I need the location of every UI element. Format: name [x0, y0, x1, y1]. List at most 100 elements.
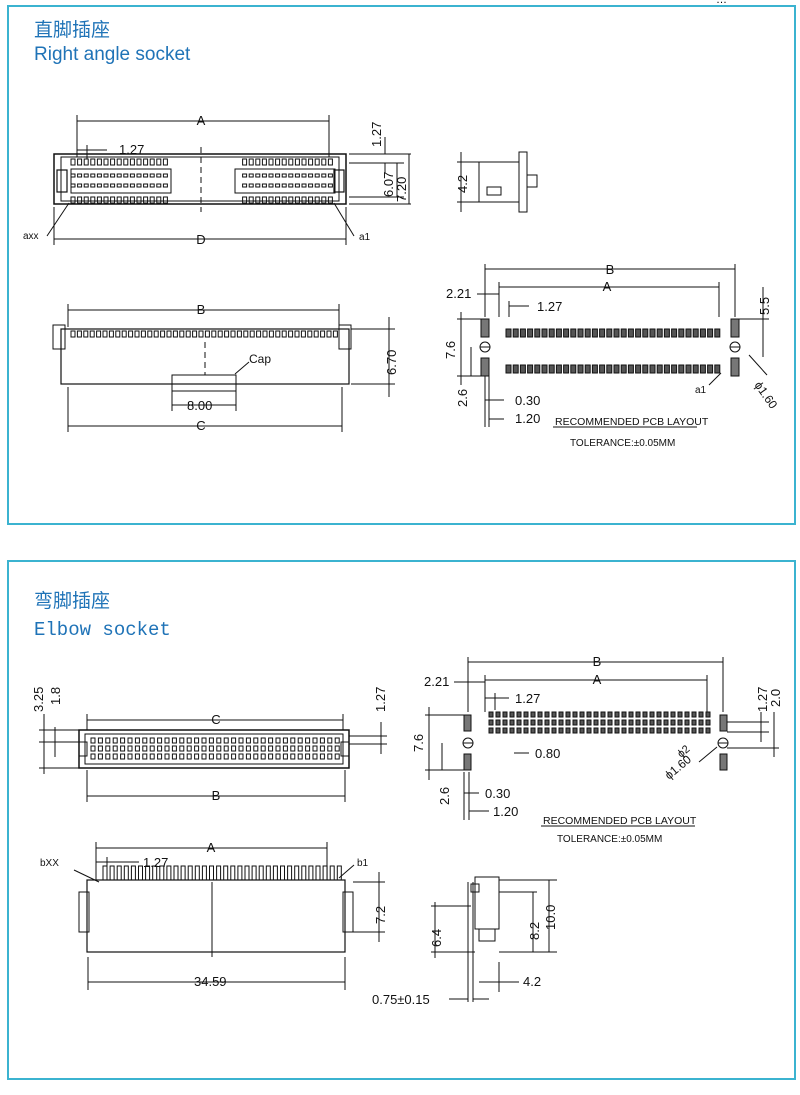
pcb-dim-030: 0.30 — [485, 786, 510, 801]
pin — [308, 173, 314, 178]
pin — [123, 173, 129, 178]
pin — [523, 727, 529, 734]
pin — [90, 737, 96, 744]
pin — [238, 745, 244, 752]
dim-82: 8.2 — [527, 922, 542, 940]
pin — [558, 727, 564, 734]
top-pin-row — [70, 158, 333, 204]
pin — [327, 183, 333, 188]
dim-800: 8.00 — [187, 398, 212, 413]
pin — [527, 364, 534, 374]
pin — [123, 158, 129, 166]
pin — [495, 719, 501, 726]
pin — [136, 183, 142, 188]
dim-C: C — [211, 712, 220, 727]
dim-3459: 34.59 — [194, 974, 227, 989]
pin — [70, 183, 76, 188]
pcb-dim-120: 1.20 — [493, 804, 518, 819]
pin — [663, 711, 669, 718]
pin — [642, 328, 649, 338]
pcb-dim-B: B — [606, 262, 615, 277]
section-title-cn: 直脚插座 — [34, 19, 111, 41]
pin — [134, 737, 140, 744]
pin — [628, 719, 634, 726]
pin — [287, 865, 293, 881]
pin — [670, 727, 676, 734]
pin — [570, 328, 577, 338]
pin — [614, 711, 620, 718]
pin — [488, 727, 494, 734]
pin — [294, 330, 300, 338]
pin — [268, 737, 274, 744]
pin — [179, 753, 185, 760]
pin — [198, 330, 204, 338]
pin — [282, 745, 288, 752]
pin — [209, 865, 214, 881]
pin — [143, 173, 149, 178]
pin — [245, 753, 251, 760]
pin — [600, 727, 606, 734]
pin — [537, 719, 543, 726]
pin — [670, 711, 676, 718]
pin — [123, 183, 129, 188]
section-title-en: Right angle socket — [34, 44, 191, 65]
pin — [314, 183, 320, 188]
pin — [96, 173, 102, 178]
dim-325: 3.25 — [31, 687, 46, 712]
pin — [238, 753, 244, 760]
pin — [268, 753, 274, 760]
pin — [162, 158, 168, 166]
pin — [120, 753, 126, 760]
pin — [527, 328, 534, 338]
pin — [156, 196, 162, 204]
dim-18: 1.8 — [48, 687, 63, 705]
pin — [83, 173, 89, 178]
pin — [253, 737, 259, 744]
pin — [705, 719, 711, 726]
pin — [157, 753, 163, 760]
pin — [530, 719, 536, 726]
dim-42: 4.2 — [455, 175, 470, 193]
pin — [142, 753, 148, 760]
pin — [83, 158, 89, 166]
pin — [275, 745, 281, 752]
pin — [123, 196, 129, 204]
pin — [103, 173, 109, 178]
pin — [275, 737, 281, 744]
pin — [201, 753, 207, 760]
pin — [187, 865, 193, 881]
pin — [290, 737, 296, 744]
pin — [613, 328, 620, 338]
pin — [260, 737, 266, 744]
pin — [565, 711, 571, 718]
elbow-socket-panel: 弯脚插座 Elbow socket C B 3.25 1.8 1.27 — [7, 560, 796, 1080]
pin — [162, 196, 168, 204]
pin — [579, 727, 585, 734]
pin — [90, 183, 96, 188]
pin — [512, 364, 519, 374]
pin — [313, 330, 319, 338]
pin — [305, 745, 311, 752]
pin — [128, 330, 134, 338]
pin — [83, 183, 89, 188]
front-pin-row — [70, 330, 338, 338]
pin — [334, 753, 340, 760]
pin — [96, 158, 102, 166]
pin — [224, 330, 230, 338]
pcb-dim-221: 2.21 — [424, 674, 449, 689]
pin — [334, 737, 340, 744]
pin — [217, 330, 223, 338]
pin — [671, 364, 678, 374]
pin — [301, 196, 307, 204]
pin — [685, 364, 692, 374]
pin — [308, 183, 314, 188]
pin — [238, 737, 244, 744]
pin — [112, 745, 118, 752]
front-view — [52, 304, 395, 432]
dim-C: C — [196, 418, 205, 433]
pin — [281, 173, 287, 178]
pin — [656, 711, 662, 718]
pin — [268, 196, 274, 204]
pcb-dim-76: 7.6 — [411, 734, 426, 752]
pin — [671, 328, 678, 338]
